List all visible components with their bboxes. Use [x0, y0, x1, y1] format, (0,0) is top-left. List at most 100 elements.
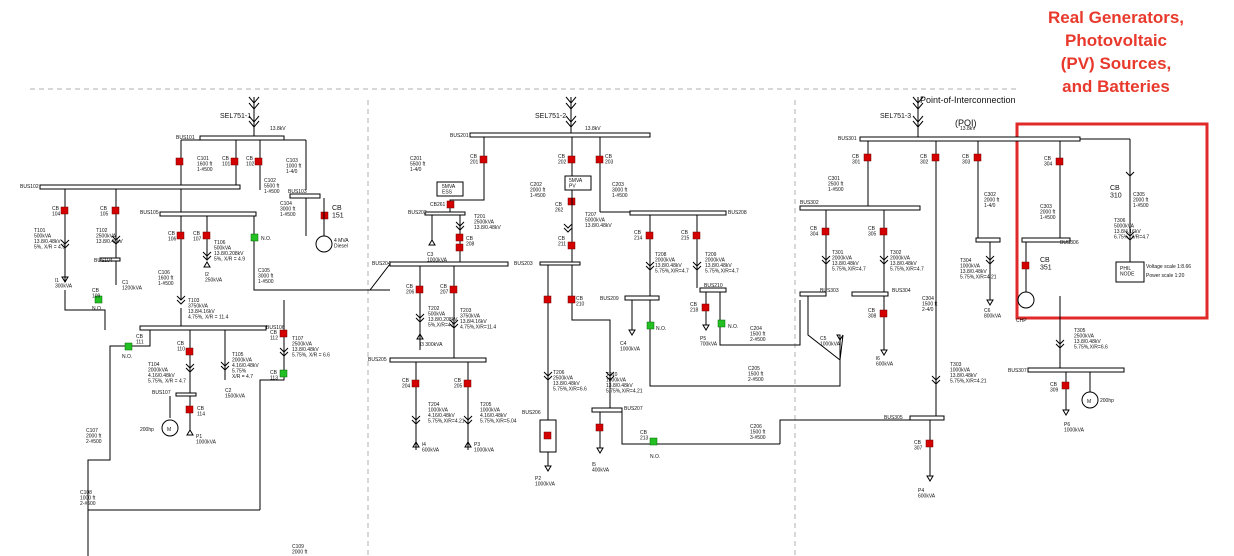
- bus302: [799, 205, 921, 211]
- bus207: [591, 407, 623, 413]
- bus104: [99, 257, 121, 262]
- bus-label: BUS107: [152, 390, 171, 396]
- bus105: [159, 211, 257, 217]
- chp-label: CHP: [1016, 318, 1027, 324]
- cb106: [176, 231, 185, 240]
- bus-label: BUS202: [408, 210, 427, 216]
- bus107: [175, 392, 197, 397]
- power-scale: Power scale 1:20: [1146, 273, 1185, 279]
- bus-label: BUS201: [450, 133, 469, 139]
- cb303: [973, 153, 982, 162]
- bus-label: BUS206: [522, 410, 541, 416]
- no-label: N.O.: [261, 236, 271, 242]
- bus-label: BUS305: [884, 415, 903, 421]
- no-label: N.O.: [650, 454, 660, 460]
- cb210: [567, 295, 576, 304]
- cb105: [111, 206, 120, 215]
- bus306: [1021, 237, 1071, 243]
- highlight-box: [1015, 122, 1209, 320]
- bus106: [139, 325, 267, 331]
- cb213-open: [649, 437, 658, 446]
- cb217: [595, 423, 604, 432]
- bus208: [629, 210, 727, 216]
- cb309: [1061, 381, 1070, 390]
- no-label: N.O.: [728, 324, 738, 330]
- cb215: [692, 231, 701, 240]
- bus305: [909, 415, 945, 421]
- cb218: [701, 303, 710, 312]
- cb206: [415, 285, 424, 294]
- cb207: [449, 285, 458, 294]
- cb102: [254, 157, 263, 166]
- cb104: [60, 206, 69, 215]
- load-l3: l3 300kVA: [420, 342, 443, 348]
- cb209: [455, 243, 464, 252]
- cb101: [230, 157, 239, 166]
- cb208: [455, 233, 464, 242]
- callout-line: (PV) Sources,: [1060, 54, 1172, 73]
- poi-label: Point-of-Interconnection: [920, 95, 1016, 105]
- bus-label: BUS204: [372, 261, 391, 267]
- cb308: [879, 309, 888, 318]
- cb261-label: CB261: [430, 202, 446, 208]
- bus-label: BUS304: [892, 288, 911, 294]
- cb103-breaker: [175, 157, 184, 166]
- bus-label: BUS301: [838, 136, 857, 142]
- bus209: [624, 295, 660, 301]
- callout-line: and Batteries: [1062, 77, 1170, 96]
- bus-label: BUS307: [1008, 368, 1027, 374]
- bus-label: BUS104: [94, 258, 113, 264]
- cb219-open: [717, 319, 726, 328]
- load-m1: 200hp: [140, 427, 154, 433]
- motor-symbol: M: [167, 427, 171, 433]
- cb304-left: [821, 227, 830, 236]
